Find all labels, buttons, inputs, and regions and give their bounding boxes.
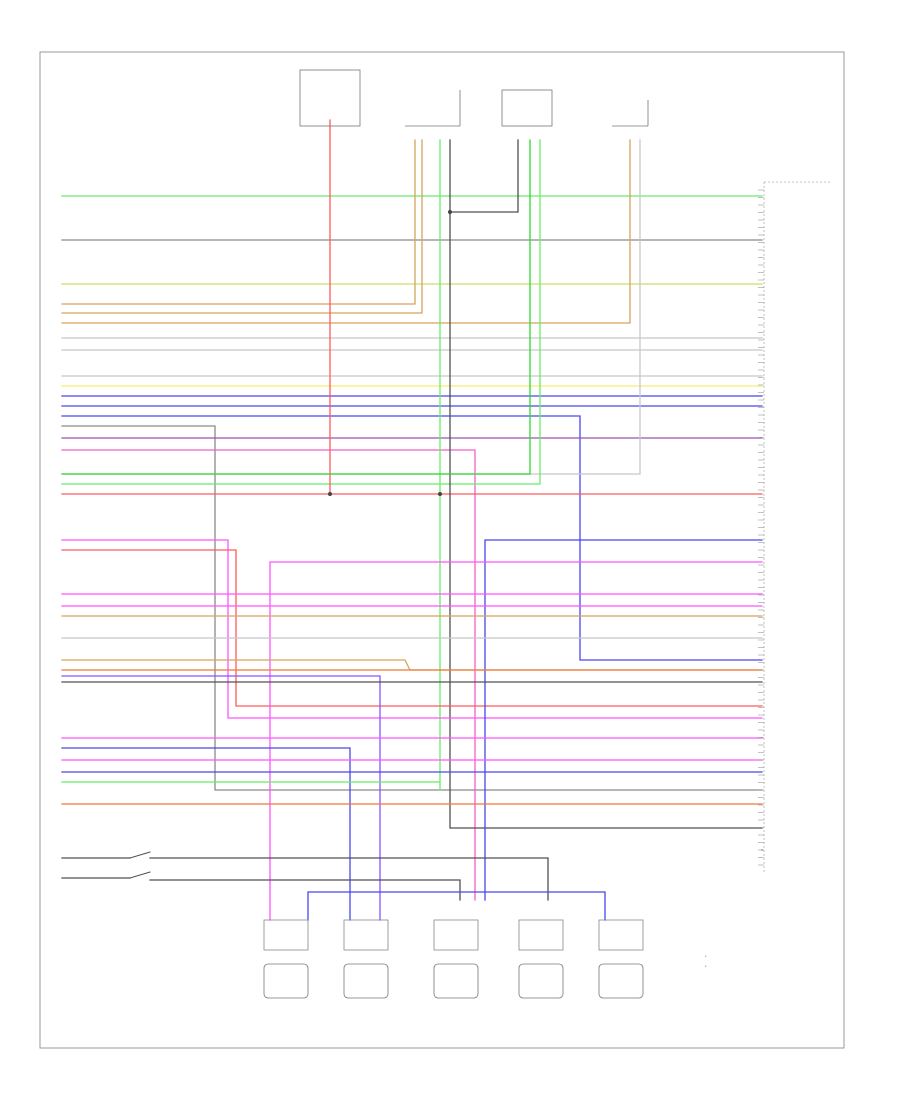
wire-violet-35 <box>61 675 381 921</box>
legend-item-2: * <box>705 964 707 969</box>
component-body <box>518 963 564 999</box>
wire-lime-24 <box>61 139 531 475</box>
bottom-component-2 <box>343 919 389 999</box>
wire-pink-16 <box>61 449 476 901</box>
wire-magenta-28 <box>269 561 763 921</box>
bottom-component-5 <box>598 919 644 999</box>
wire-darkgray-23 <box>449 139 519 213</box>
wire-tan-5 <box>61 139 423 314</box>
component-body <box>343 963 389 999</box>
splice-dot-2 <box>438 492 442 496</box>
bottom-component-1 <box>263 919 309 999</box>
wire-darkgray-46 <box>149 879 461 901</box>
top-component-3 <box>501 89 553 127</box>
wire-blue-48 <box>307 891 606 921</box>
wire-magenta-25 <box>61 539 763 719</box>
connector-pins-box <box>598 919 644 951</box>
wire-blue-13 <box>61 415 763 661</box>
splice-dot-3 <box>448 210 452 214</box>
wire-pale-17 <box>61 139 641 475</box>
top-component-1 <box>299 69 361 127</box>
wire-tan-6 <box>61 139 631 324</box>
wire-red-26 <box>61 549 763 707</box>
wire-blue-27 <box>484 539 763 901</box>
top-component-2 <box>405 90 461 127</box>
component-body <box>433 963 479 999</box>
connector-pins-box <box>433 919 479 951</box>
connector-pins-box <box>343 919 389 951</box>
switch-lower <box>129 871 151 879</box>
component-body <box>263 963 309 999</box>
connector-pins-box <box>263 919 309 951</box>
wire-gray-14 <box>61 425 763 791</box>
bottom-component-4 <box>518 919 564 999</box>
component-body <box>598 963 644 999</box>
wire-darkgray-44 <box>149 857 549 901</box>
wire-green-18 <box>61 139 541 485</box>
component-outline <box>501 89 553 127</box>
wire-darkgray-22 <box>449 139 763 829</box>
component-outline <box>612 100 649 127</box>
wire-blue-38 <box>61 747 351 921</box>
wire-tan-4 <box>61 139 416 305</box>
module-outline <box>763 181 830 872</box>
switch-upper <box>129 851 151 859</box>
component-outline <box>299 69 361 127</box>
legend-item-1: * <box>705 954 707 959</box>
bottom-component-3 <box>433 919 479 999</box>
splice-dot-1 <box>328 492 332 496</box>
wire-tan-33 <box>61 659 763 671</box>
top-component-4 <box>612 100 649 127</box>
component-outline <box>405 90 461 127</box>
connector-pins-box <box>518 919 564 951</box>
diagram-frame <box>39 51 845 1049</box>
